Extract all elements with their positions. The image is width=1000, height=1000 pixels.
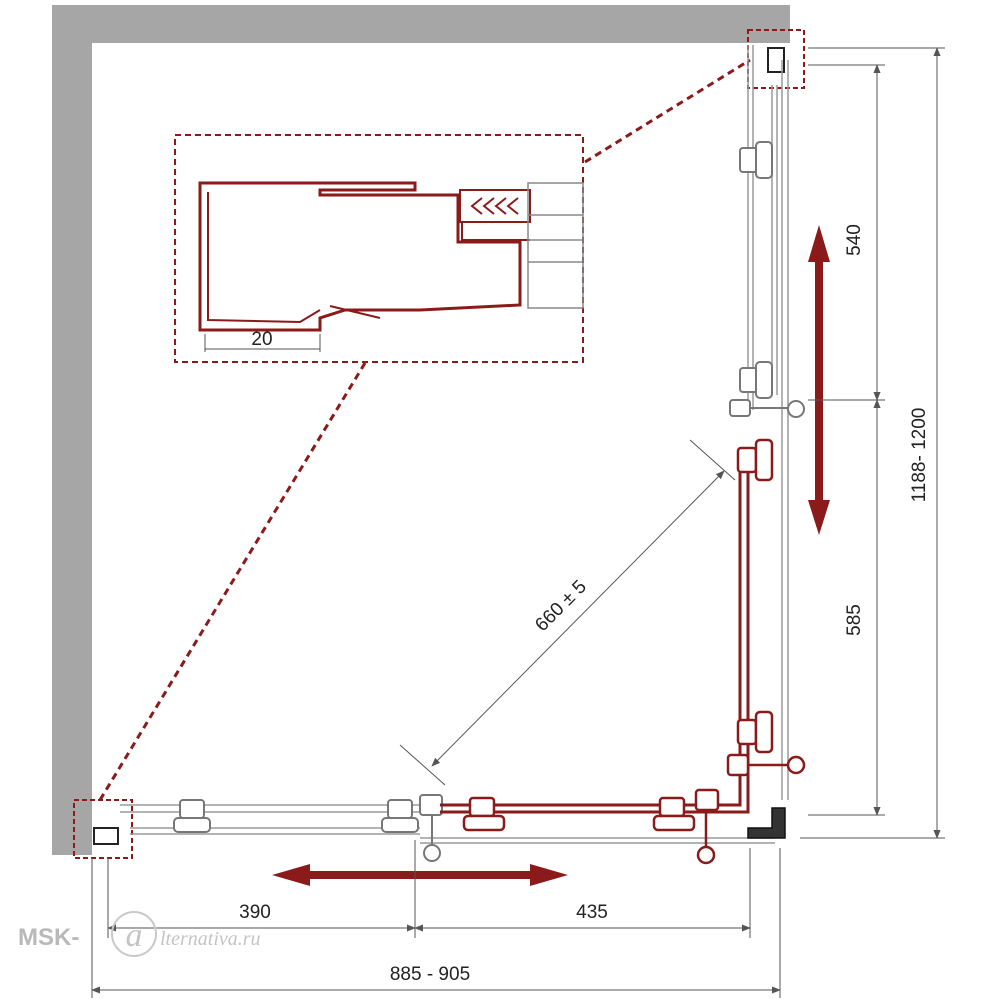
vertical-dimension-lines	[800, 47, 945, 839]
right-fixed-glass	[747, 45, 789, 800]
watermark-prefix: MSK-	[18, 924, 79, 951]
bottom-left-rollers	[173, 794, 443, 862]
detail-glass	[527, 182, 584, 309]
detail-dimension: 20	[251, 329, 272, 350]
highlight-box-top	[747, 29, 805, 89]
horizontal-dimension-lines	[91, 840, 781, 998]
dimension-435: 435	[576, 902, 608, 923]
watermark: MSK- a lternativa.ru	[18, 911, 261, 957]
dimension-540: 540	[844, 224, 865, 256]
seal-chevrons	[470, 197, 519, 215]
watermark-logo-circle	[111, 911, 157, 957]
door-movement-arrow-horizontal	[272, 864, 568, 886]
right-top-rollers	[729, 141, 805, 418]
callout-leader-bottom	[98, 362, 367, 801]
dimension-diagonal: 660 ± 5	[531, 576, 591, 636]
detail-callout: 20	[174, 134, 584, 363]
corner-profile	[747, 807, 786, 839]
watermark-logo-letter: a	[126, 917, 143, 954]
dimension-total-width: 885 - 905	[390, 964, 470, 985]
door-movement-arrow-vertical	[808, 225, 830, 535]
dimension-585: 585	[844, 604, 865, 636]
sliding-door-hardware	[462, 438, 806, 865]
watermark-suffix: lternativa.ru	[160, 928, 261, 950]
detail-profile	[198, 181, 522, 332]
top-wall	[52, 5, 790, 43]
bottom-fixed-glass	[120, 804, 775, 844]
dimension-390: 390	[239, 902, 271, 923]
diagonal-dimension-lines	[399, 439, 736, 786]
callout-leader-top	[584, 58, 751, 164]
sliding-door-frame	[440, 470, 750, 814]
highlight-box-bottom	[73, 799, 133, 859]
dimension-total-depth: 1188- 1200	[909, 408, 930, 503]
left-wall	[52, 5, 92, 855]
